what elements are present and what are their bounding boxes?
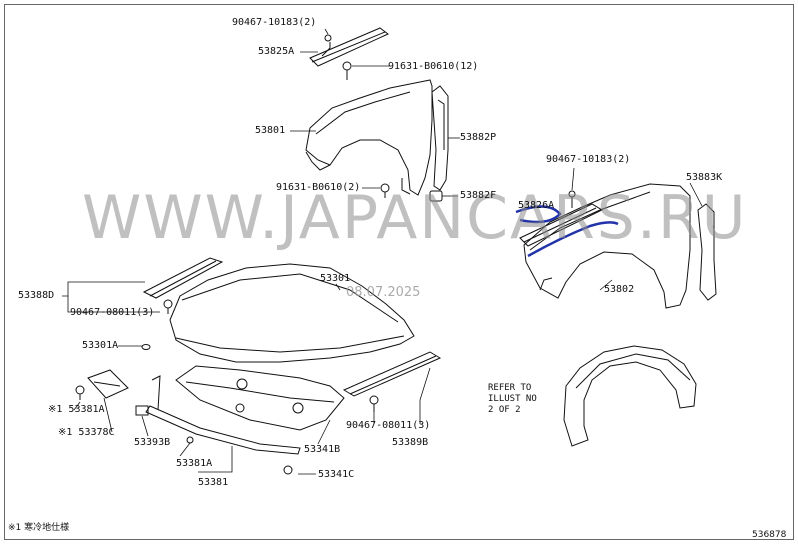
label-91631-B0610-2[interactable]: 91631-B0610(2) bbox=[276, 182, 361, 193]
clip-90467-10183-right bbox=[568, 190, 576, 208]
clip-53381A-left bbox=[75, 385, 85, 400]
part-53801-fender bbox=[305, 79, 433, 196]
screw-91631-B0610-2 bbox=[380, 183, 390, 198]
label-53378C-cold[interactable]: ※1 53378C bbox=[58, 427, 115, 438]
diagram-frame bbox=[4, 4, 794, 540]
clip-53301A bbox=[141, 344, 151, 350]
label-53801[interactable]: 53801 bbox=[255, 125, 286, 136]
label-53883K[interactable]: 53883K bbox=[686, 172, 723, 183]
label-90467-08011-mid[interactable]: 90467-08011(3) bbox=[346, 420, 431, 431]
clip-90467-08011-mid bbox=[369, 395, 379, 412]
clip-90467-08011-left bbox=[163, 299, 173, 314]
leader-lines bbox=[62, 28, 703, 475]
screw-91631-B0610-12 bbox=[342, 61, 352, 80]
label-53381A-cold[interactable]: ※1 53381A bbox=[48, 404, 105, 415]
part-53378C-guard bbox=[87, 369, 129, 399]
part-53825A-bracket bbox=[309, 27, 389, 67]
label-90467-10183-right[interactable]: 90467-10183(2) bbox=[546, 154, 631, 165]
label-53381A[interactable]: 53381A bbox=[176, 458, 213, 469]
refer-line-1: REFER TO bbox=[488, 383, 532, 393]
label-53882P[interactable]: 53882P bbox=[460, 132, 497, 143]
label-90467-10183-top[interactable]: 90467-10183(2) bbox=[232, 17, 317, 28]
part-53393B bbox=[135, 405, 149, 416]
label-53825A[interactable]: 53825A bbox=[258, 46, 295, 57]
hand-highlight bbox=[515, 205, 619, 258]
part-53341B-cover bbox=[175, 365, 345, 431]
label-53802[interactable]: 53802 bbox=[604, 284, 635, 295]
part-53802-fender bbox=[523, 183, 691, 309]
label-91631-B0610-12[interactable]: 91631-B0610(12) bbox=[388, 61, 479, 72]
label-53381[interactable]: 53381 bbox=[198, 477, 229, 488]
part-53389B-seal bbox=[342, 351, 442, 397]
part-53381-seal bbox=[145, 375, 301, 455]
refer-note: REFER TO ILLUST NO 2 OF 2 bbox=[488, 383, 537, 416]
part-53826A-bracket bbox=[519, 203, 604, 247]
label-53341B[interactable]: 53341B bbox=[304, 444, 341, 455]
watermark-date: 08.07.2025 bbox=[346, 285, 421, 300]
part-53388D-seal bbox=[142, 257, 224, 299]
label-53388D[interactable]: 53388D bbox=[18, 290, 55, 301]
label-53393B[interactable]: 53393B bbox=[134, 437, 171, 448]
label-90467-08011-left[interactable]: 90467-08011(3) bbox=[70, 307, 155, 318]
label-53389B[interactable]: 53389B bbox=[392, 437, 429, 448]
label-53826A[interactable]: 53826A bbox=[518, 200, 555, 211]
part-53301-hood bbox=[169, 263, 415, 363]
illustration-number: 536878 bbox=[752, 530, 787, 540]
part-53882P-liner bbox=[431, 85, 449, 191]
watermark-text: WWW.JAPANCARS.RU bbox=[82, 183, 748, 253]
label-53301A[interactable]: 53301A bbox=[82, 340, 119, 351]
footnote: ※1 寒冷地仕様 bbox=[8, 523, 70, 533]
label-53882F[interactable]: 53882F bbox=[460, 190, 497, 201]
refer-line-3: 2 OF 2 bbox=[488, 405, 521, 415]
refer-line-2: ILLUST NO bbox=[488, 394, 537, 404]
clip-53381A bbox=[186, 436, 194, 444]
wheel-liner-reference bbox=[563, 345, 697, 447]
clip-53341C bbox=[283, 465, 293, 475]
label-53341C[interactable]: 53341C bbox=[318, 469, 355, 480]
part-53883K-liner bbox=[697, 203, 717, 301]
label-53301[interactable]: 53301 bbox=[320, 273, 351, 284]
